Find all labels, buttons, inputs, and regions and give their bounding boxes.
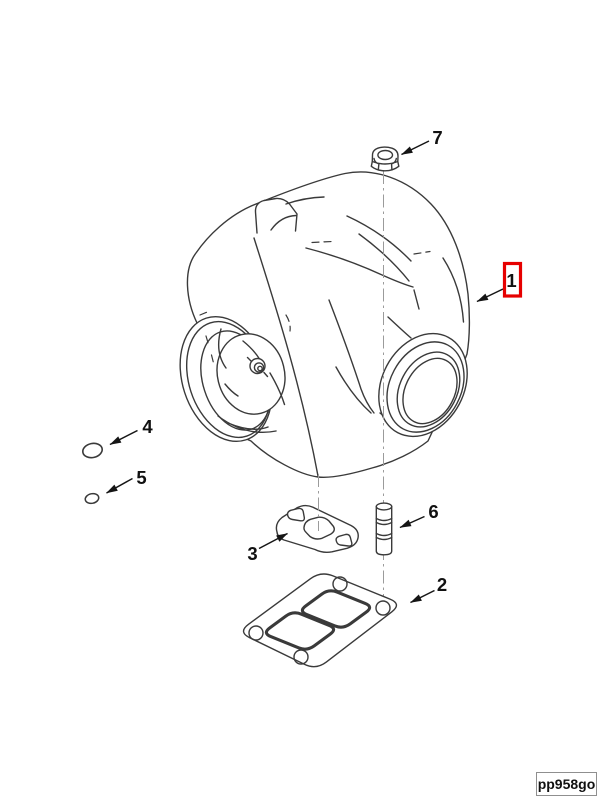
mounting-gasket-port-left	[264, 611, 336, 651]
impeller-hidden-lines	[205, 335, 215, 364]
mounting-gasket-bolt-hole	[375, 600, 391, 616]
part-code-badge: pp958go	[536, 772, 597, 796]
turbo-compressor-inlet	[179, 315, 286, 443]
impeller-blades	[217, 328, 286, 434]
mounting-gasket-drawing	[242, 573, 398, 668]
impeller-hub-nut	[257, 365, 263, 372]
callout-1[interactable]: 1	[476, 261, 523, 303]
stud-bands	[375, 517, 393, 541]
turbo-top-boss-base	[270, 214, 297, 231]
mounting-gasket-bolt-hole	[248, 625, 264, 641]
callout-3[interactable]: 3	[247, 532, 288, 565]
callout-4-arrow	[109, 429, 138, 446]
callout-2-label[interactable]: 2	[437, 574, 447, 595]
drain-gasket-center-hole	[303, 516, 335, 540]
impeller-hub-mid	[253, 362, 265, 373]
callout-2-arrow	[410, 589, 435, 604]
turbo-housing-seam	[253, 237, 319, 477]
hex-nut-part-drawing	[370, 146, 400, 172]
callout-3-arrow	[258, 532, 288, 550]
turbo-hidden-lines	[199, 240, 431, 437]
outlet-ring-inner	[402, 357, 458, 425]
callout-5[interactable]: 5	[106, 467, 147, 494]
callout-6-label[interactable]: 6	[428, 501, 438, 522]
stud-top-face	[375, 502, 393, 511]
callout-5-label[interactable]: 5	[136, 467, 146, 488]
stud-part-drawing	[375, 502, 393, 556]
stud-body	[375, 505, 393, 556]
callout-6[interactable]: 6	[399, 501, 439, 529]
turbocharger-part-drawing	[179, 171, 471, 479]
o-ring-5-drawing	[84, 492, 100, 505]
nut-facet-lines	[371, 157, 399, 171]
drain-gasket-bolt-hole-right	[335, 533, 353, 547]
callout-1-label[interactable]: 1	[506, 270, 516, 291]
drain-gasket-bolt-hole-left	[286, 507, 306, 522]
callout-7[interactable]: 7	[401, 127, 443, 156]
outlet-ring-3	[396, 351, 461, 428]
callout-1-arrow	[476, 288, 504, 303]
callout-4-label[interactable]: 4	[142, 416, 153, 437]
callout-4[interactable]: 4	[109, 416, 153, 446]
nut-top-chamfer	[377, 149, 394, 161]
turbo-outlet-flange	[378, 332, 468, 438]
turbo-scroll-lines	[285, 196, 465, 414]
outlet-ring-2	[386, 341, 465, 433]
callout-5-arrow	[106, 477, 133, 494]
oil-drain-gasket-drawing	[275, 504, 359, 553]
callout-2[interactable]: 2	[410, 574, 448, 604]
callout-7-arrow	[401, 140, 430, 156]
callout-1-highlight-box	[502, 261, 523, 298]
mounting-gasket-port-right	[300, 589, 372, 629]
callout-3-label[interactable]: 3	[247, 543, 257, 564]
callout-6-arrow	[399, 515, 425, 529]
callout-7-label[interactable]: 7	[432, 127, 442, 148]
impeller-hub-spokes	[246, 356, 269, 378]
mounting-gasket-bolt-hole	[332, 576, 348, 592]
o-ring-4-drawing	[82, 442, 103, 459]
